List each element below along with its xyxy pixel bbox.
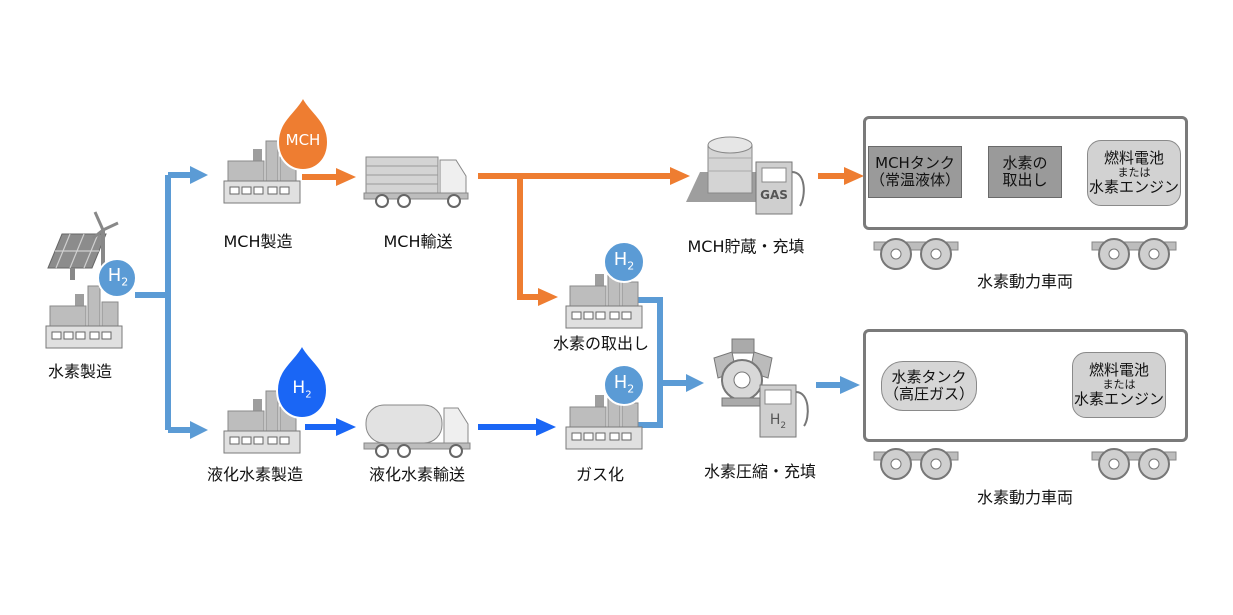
h2-subscript: 2 — [305, 389, 312, 401]
arrowhead-liquefied-transport — [336, 418, 356, 436]
h2-letter: H — [1067, 128, 1082, 149]
arrowhead-vehicle-bottom — [840, 376, 860, 394]
onboard-extraction-line1: 水素の — [1002, 153, 1048, 172]
label-hydrogen-production: 水素製造 — [47, 362, 112, 381]
label-dehydrogenation: 水素の取出し — [552, 334, 649, 353]
gas-pump-icon — [755, 161, 805, 215]
hydrogen-production-icon — [45, 211, 123, 349]
mch-storage-tank-icon — [686, 136, 762, 202]
mch-tanker-truck-icon — [363, 156, 469, 208]
power-unit-bottom-line2: または — [1102, 377, 1136, 391]
h2-letter: H — [292, 378, 306, 398]
h2-badge-production — [97, 258, 137, 298]
h2-pump-text: H2 — [762, 412, 794, 431]
h2-subscript: 2 — [780, 420, 787, 431]
h2-subscript: 2 — [1081, 138, 1089, 152]
mch-tank-box: MCHタンク （常温液体） — [868, 146, 962, 198]
label-vehicle-top: 水素動力車両 — [976, 272, 1073, 291]
h2-badge-dehydrogenation-text: H2 — [610, 249, 638, 273]
vehicle-bottom-wheels — [873, 448, 1177, 480]
gas-pump-text: GAS — [760, 188, 788, 202]
flow-line-transport-to-extraction — [517, 176, 540, 300]
mch-drop-icon — [276, 94, 330, 172]
label-liquefied-transport: 液化水素輸送 — [368, 465, 465, 484]
h2-tank-line1: 水素タンク — [891, 367, 967, 386]
flow-line-merge-bracket — [638, 297, 663, 428]
vehicle-top-wheels — [873, 238, 1177, 270]
label-compression: 水素圧縮・充填 — [703, 462, 816, 481]
h2-subscript: 2 — [121, 275, 129, 289]
arrowhead-mch-transport — [336, 168, 356, 186]
arrowhead-mch-branch — [190, 166, 208, 184]
arrowhead-liquefied-branch — [190, 421, 208, 439]
h2-pump-icon — [759, 384, 809, 438]
power-unit-bottom-box: 燃料電池 または 水素エンジン — [1072, 352, 1166, 418]
label-gasification: ガス化 — [575, 465, 624, 484]
power-unit-top-box: 燃料電池 または 水素エンジン — [1087, 140, 1181, 206]
h2-badge-gasification-text: H2 — [610, 372, 638, 396]
label-mch-transport: MCH輸送 — [383, 232, 453, 251]
compressor-icon — [713, 338, 773, 407]
liquid-h2-drop-text: H2 — [288, 378, 316, 400]
h2-badge-dehydrogenation — [603, 241, 645, 283]
h2-letter: H — [613, 249, 628, 270]
h2-subscript: 2 — [627, 382, 635, 396]
h2-badge-gasification — [603, 364, 645, 406]
h2-letter: H — [769, 412, 781, 428]
dark-blue-arrowheads — [336, 418, 556, 436]
arrowhead-gasification — [536, 418, 556, 436]
mch-drop-text: MCH — [285, 131, 321, 149]
power-unit-bottom-line3: 水素エンジン — [1073, 390, 1164, 409]
arrowhead-storage — [670, 167, 690, 185]
wind-turbine-icon — [92, 211, 119, 285]
orange-flow-lines — [302, 170, 972, 300]
liquid-h2-drop-icon — [275, 342, 329, 420]
onboard-extraction-box: 水素の 取出し — [988, 146, 1062, 198]
power-unit-top-line2: または — [1117, 165, 1151, 179]
label-liquefied-production: 液化水素製造 — [206, 465, 303, 484]
h2-tank-box: 水素タンク （高圧ガス） — [881, 361, 977, 411]
power-unit-top-line3: 水素エンジン — [1088, 178, 1179, 197]
power-unit-bottom-line1: 燃料電池 — [1088, 360, 1149, 379]
label-mch-production: MCH製造 — [223, 232, 293, 251]
onboard-extraction-line2: 取出し — [1002, 171, 1048, 189]
mch-tank-line2: （常温液体） — [869, 171, 960, 189]
h2-badge-production-text: H2 — [104, 265, 132, 289]
power-unit-top-line1: 燃料電池 — [1103, 148, 1164, 167]
h2-tank-line2: （高圧ガス） — [883, 385, 974, 403]
arrowhead-vehicle-top — [844, 167, 864, 185]
h2-badge-vehicle-text: H2 — [1064, 128, 1092, 152]
h2-letter: H — [613, 372, 628, 393]
h2-letter: H — [107, 265, 122, 286]
solar-panel-icon — [47, 233, 107, 280]
mch-tank-line1: MCHタンク — [875, 153, 955, 172]
liquefied-tanker-truck-icon — [363, 404, 471, 458]
arrowhead-extraction — [538, 288, 558, 306]
arrowhead-compression — [686, 374, 704, 392]
label-vehicle-bottom: 水素動力車両 — [976, 488, 1073, 507]
light-blue-flow-lines — [135, 170, 1072, 433]
h2-subscript: 2 — [627, 259, 635, 273]
label-mch-storage: MCH貯蔵・充填 — [687, 237, 805, 256]
